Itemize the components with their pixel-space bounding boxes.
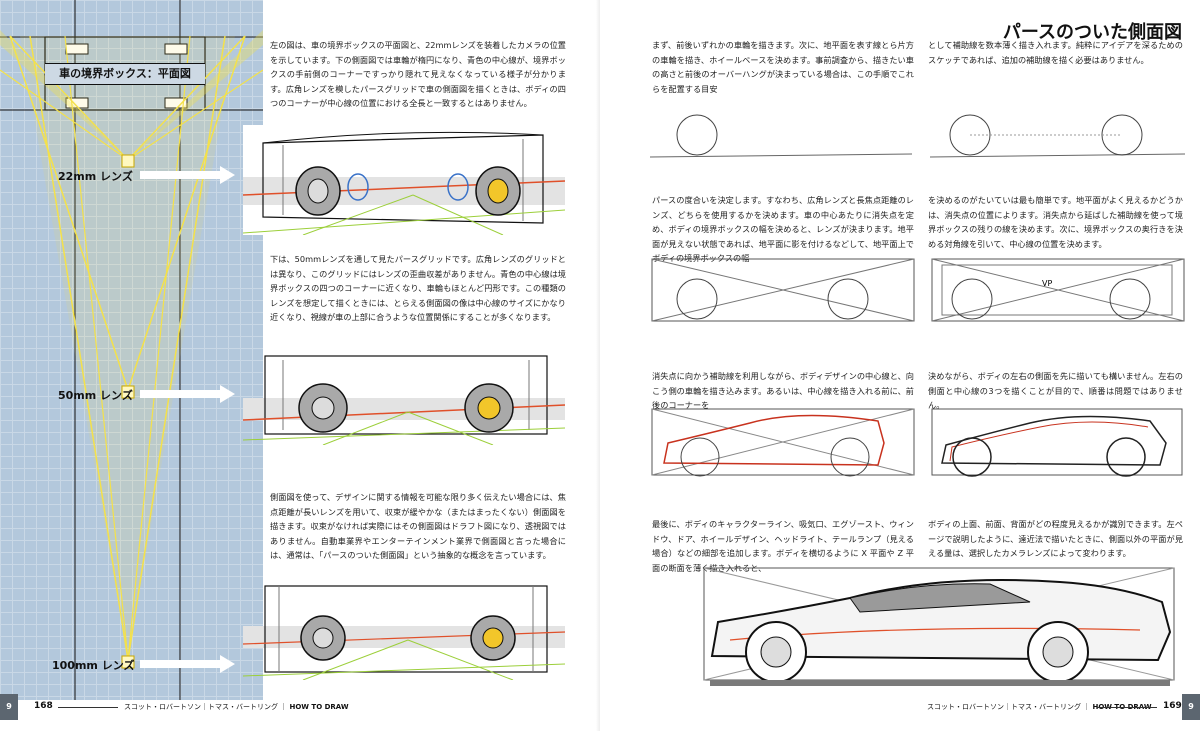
plan-title: 車の境界ボックス：平面図 xyxy=(45,63,205,85)
sketch-step-1b xyxy=(930,114,1186,158)
left-footer: スコット・ロバートソン｜トマス・バートリング ｜ HOW TO DRAW xyxy=(124,703,349,711)
vp-label: VP xyxy=(1042,279,1052,288)
sketch-step-1a xyxy=(650,114,913,158)
left-paragraph-2: 下は、50mmレンズを通して見たパースグリッドです。広角レンズのグリッドとは異な… xyxy=(270,254,566,323)
right-paragraph-3a: 消失点に向かう補助線を利用しながら、ボディデザインの中心線と、向こう側の車輪を描… xyxy=(652,371,914,411)
right-paragraph-1a: まず、前後いずれかの車輪を描きます。次に、地平面を表す線とら片方の車輪を描き、ホ… xyxy=(652,40,914,94)
sketch-step-2a xyxy=(651,258,915,322)
left-paragraph-1: 左の図は、車の境界ボックスの平面図と、22mmレンズを装着したカメラの位置を示し… xyxy=(270,40,566,109)
side-view-50mm xyxy=(243,355,565,445)
right-page: パースのついた側面図 まず、前後いずれかの車輪を描きます。次に、地平面を表す線と… xyxy=(600,0,1200,731)
sketch-step-3a xyxy=(651,408,915,477)
right-paragraph-2a: パースの度合いを決定します。すなわち、広角レンズと長焦点距離のレンズ、どちらを使… xyxy=(652,195,914,264)
lens-plan-diagram xyxy=(0,0,263,700)
right-paragraph-1b: として補助線を数本薄く描き入れます。純粋にアイデアを深るためのスケッチであれば、… xyxy=(928,40,1183,65)
left-chapter-tab: 9 xyxy=(0,694,18,720)
lens-label-100mm: 100mm レンズ xyxy=(52,659,135,672)
right-paragraph-4b: ボディの上面、前面、背面がどの程度見えるかが識別できます。左ページで説明したよう… xyxy=(928,519,1183,559)
page-title: パースのついた側面図 xyxy=(1002,22,1182,43)
right-paragraph-3b: 決めながら、ボディの左右の側面を先に描いても構いません。左右の側面と中心線の3つ… xyxy=(928,371,1183,411)
left-paragraph-3: 側面図を使って、デザインに関する情報を可能な限り多く伝えたい場合には、焦点距離が… xyxy=(270,492,566,561)
right-paragraph-2b: を決めるのがたいていは最も簡単です。地平面がよく見えるかどうかは、消失点の位置に… xyxy=(928,195,1183,249)
sketch-step-2b: VP xyxy=(931,258,1185,322)
sketch-step-3b xyxy=(931,408,1183,477)
right-chapter-tab: 9 xyxy=(1182,694,1200,720)
side-view-100mm xyxy=(243,585,565,680)
lens-label-50mm: 50mm レンズ xyxy=(58,389,133,402)
right-footer-rule xyxy=(1097,707,1157,708)
left-page: 車の境界ボックス：平面図 22mm レンズ 50mm レンズ 100mm レンズ… xyxy=(0,0,566,720)
lens-plan-panel: 車の境界ボックス：平面図 22mm レンズ 50mm レンズ 100mm レンズ xyxy=(0,0,263,700)
left-footer-rule xyxy=(58,707,118,708)
lens-label-22mm: 22mm レンズ xyxy=(58,170,133,183)
final-car-sketch xyxy=(703,567,1175,686)
left-footer-brand: HOW TO DRAW xyxy=(289,703,349,711)
right-footer-authors: スコット・ロバートソン｜トマス・バートリング xyxy=(927,703,1081,711)
side-view-22mm xyxy=(243,125,565,235)
left-page-number: 168 xyxy=(34,701,53,711)
left-footer-authors: スコット・ロバートソン｜トマス・バートリング xyxy=(124,703,278,711)
right-page-number: 169 xyxy=(1163,701,1182,711)
